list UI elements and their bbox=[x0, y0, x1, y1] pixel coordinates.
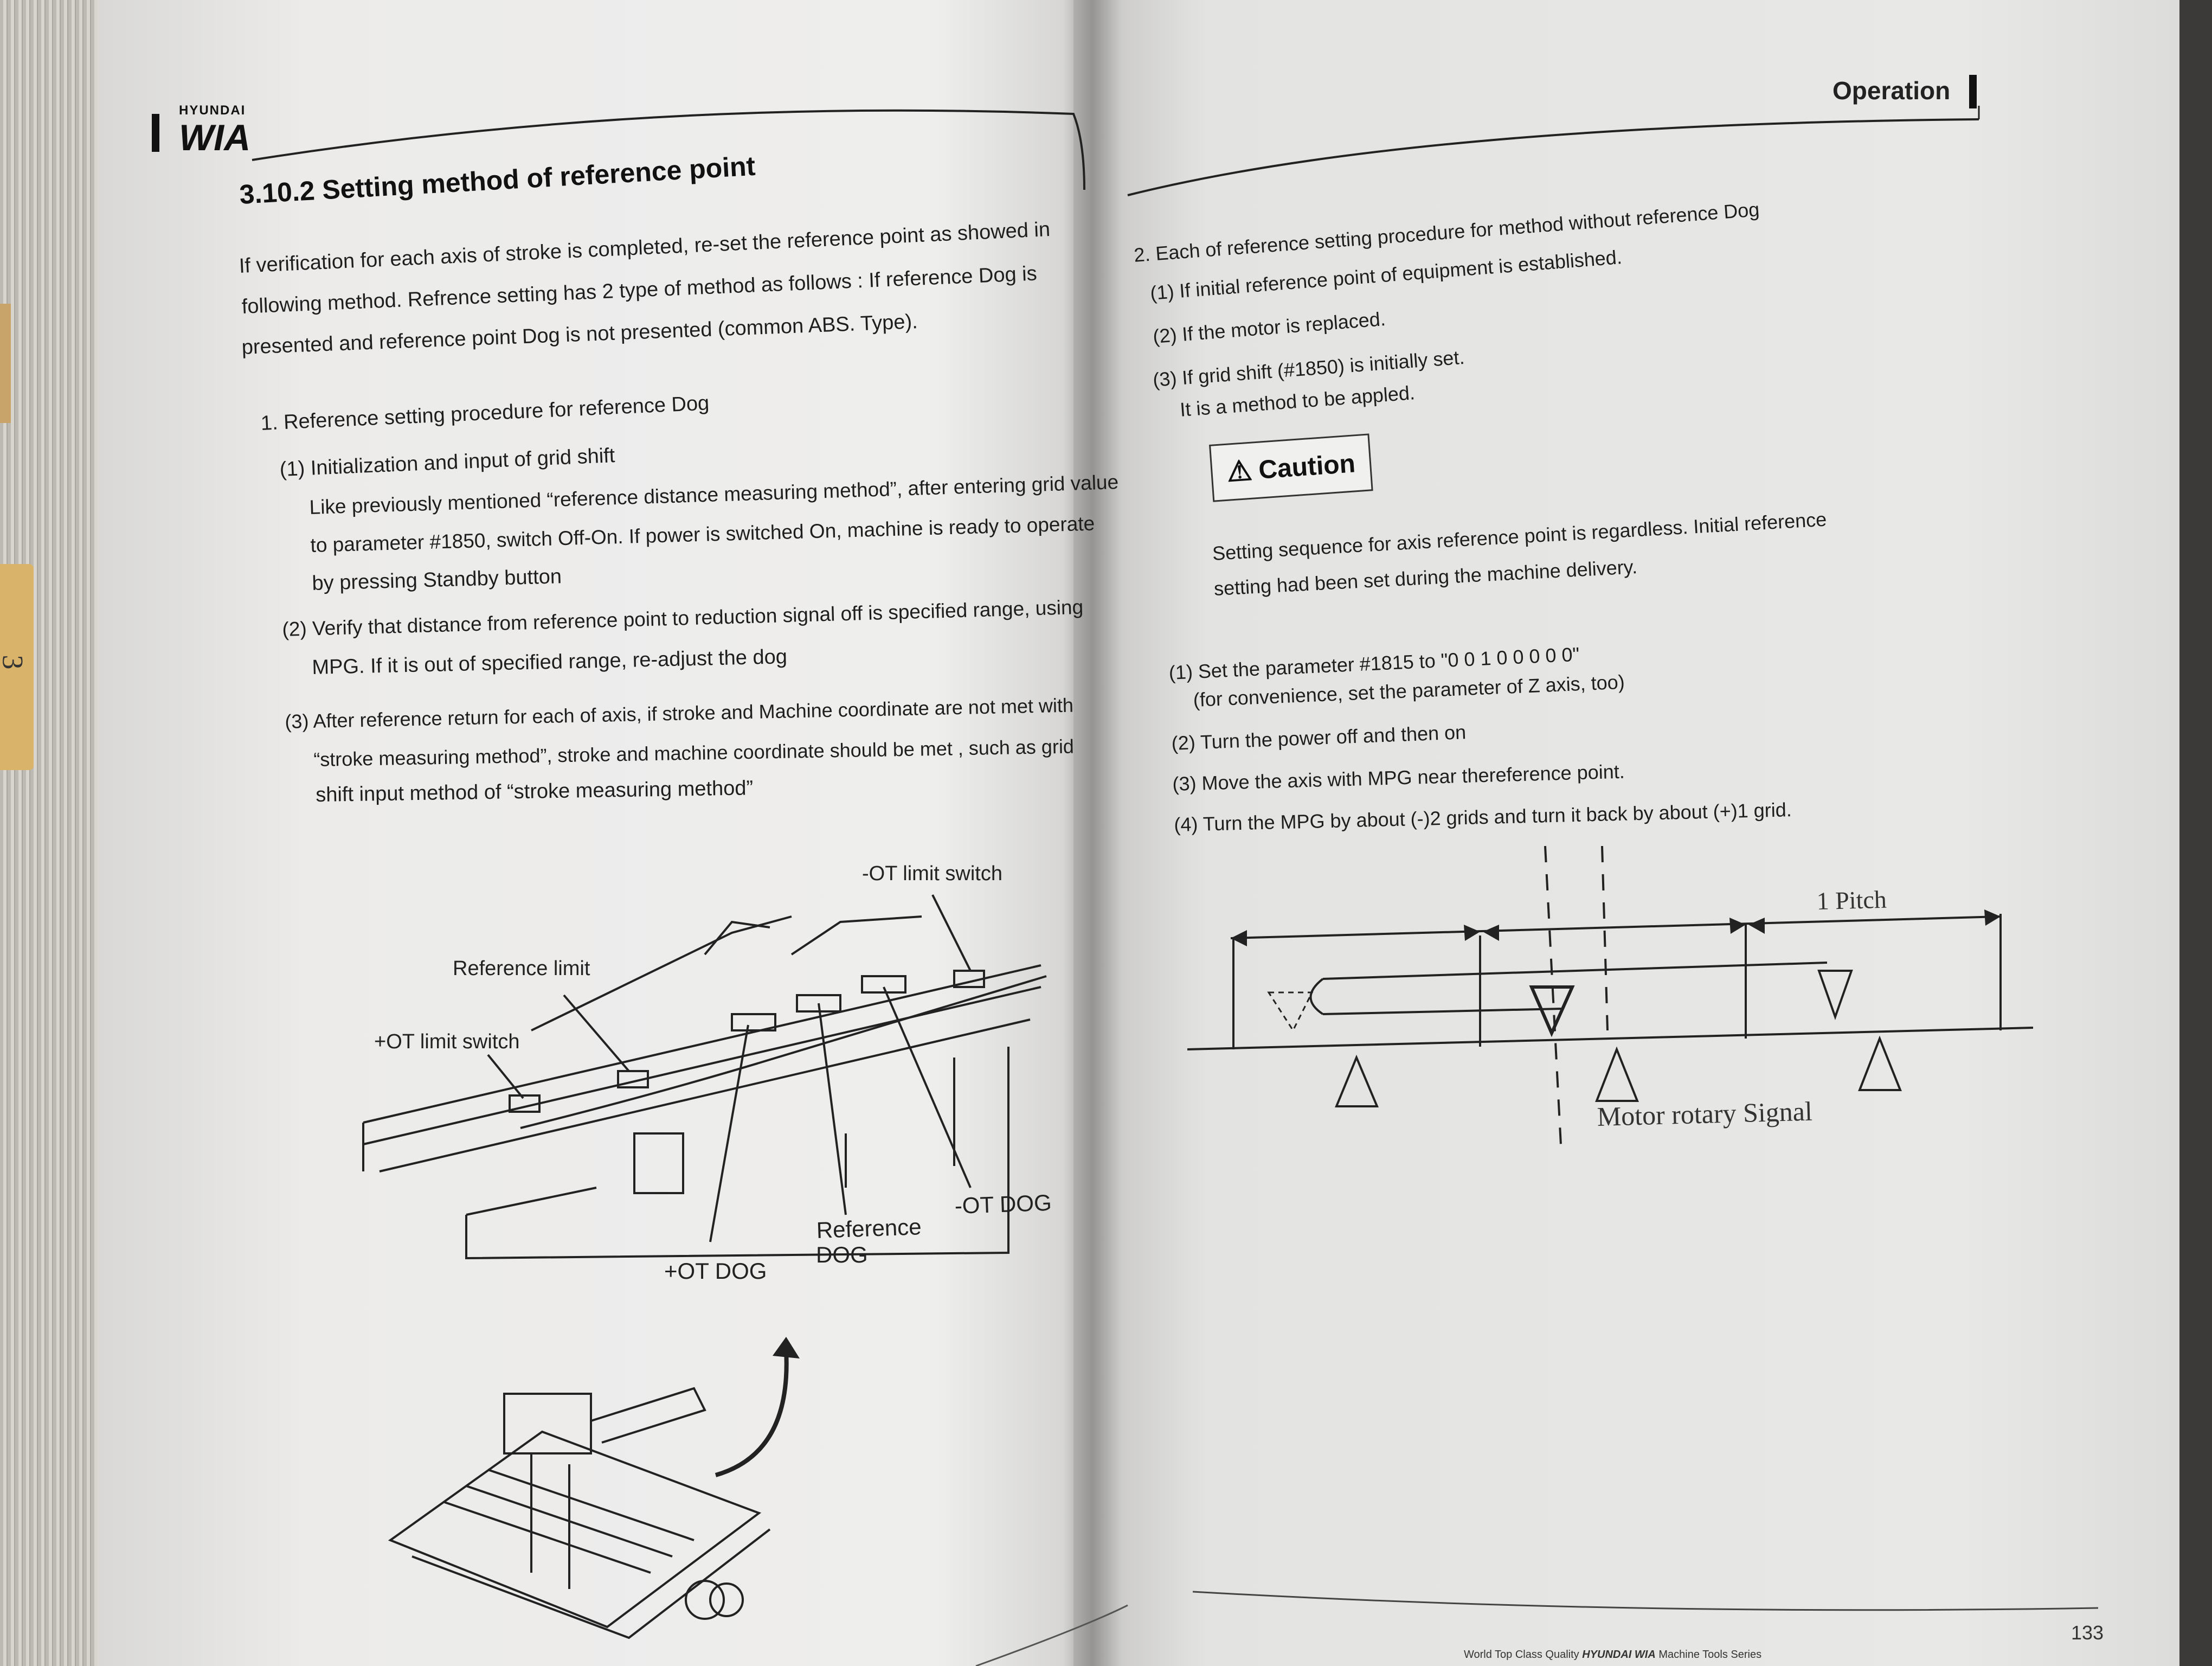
label-reference-limit: Reference limit bbox=[453, 957, 590, 980]
footer-brand: HYUNDAI WIA bbox=[1582, 1649, 1656, 1661]
footer-text: World Top Class Quality HYUNDAI WIA Mach… bbox=[1464, 1649, 1761, 1661]
edge-tab-small bbox=[0, 304, 11, 423]
diagram-arrowheads bbox=[1231, 909, 2001, 946]
book-gutter bbox=[1063, 0, 1122, 1666]
right-footer-rule bbox=[1192, 1591, 2099, 1611]
label-plus-ot-dog: +OT DOG bbox=[664, 1258, 767, 1284]
motor-rotary-signal-label: Motor rotary Signal bbox=[1597, 1095, 1813, 1132]
edge-tab: 3 bbox=[0, 564, 34, 770]
right-header-rule bbox=[1127, 118, 1979, 196]
pitch-label: 1 Pitch bbox=[1816, 885, 1887, 915]
logo-bar bbox=[152, 114, 159, 152]
footer-prefix: World Top Class Quality bbox=[1464, 1649, 1579, 1661]
label-minus-ot-limit-switch: -OT limit switch bbox=[862, 862, 1002, 885]
signal-triangles bbox=[1335, 970, 1902, 1107]
page-number: 133 bbox=[2071, 1622, 2104, 1644]
logo-small-text: HYUNDAI bbox=[179, 103, 246, 118]
footer-suffix: Machine Tools Series bbox=[1658, 1649, 1762, 1661]
logo-wia: WIA bbox=[179, 117, 251, 158]
operation-bar bbox=[1969, 75, 1977, 108]
label-plus-ot-limit-switch: +OT limit switch bbox=[374, 1030, 520, 1053]
right-page-header: Operation bbox=[1832, 76, 1951, 105]
left-header-rule bbox=[252, 109, 1085, 190]
diagram-baseline bbox=[1187, 1027, 2034, 1050]
book-page-edges bbox=[0, 0, 108, 1666]
label-reference-dog-2: DOG bbox=[816, 1242, 868, 1267]
right-page bbox=[1073, 0, 2179, 1666]
left-page bbox=[98, 0, 1144, 1666]
